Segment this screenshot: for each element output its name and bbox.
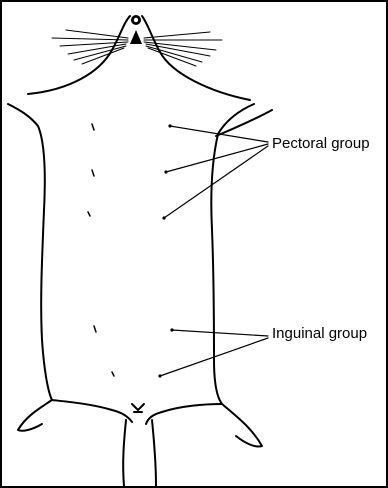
inguinal-group-label: Inguinal group bbox=[272, 326, 367, 341]
right-nipple-dots bbox=[158, 124, 173, 377]
left-nipple-marks bbox=[88, 124, 114, 376]
body-outline bbox=[8, 104, 272, 486]
head-outline bbox=[28, 15, 250, 100]
pectoral-group-label: Pectoral group bbox=[272, 136, 370, 151]
